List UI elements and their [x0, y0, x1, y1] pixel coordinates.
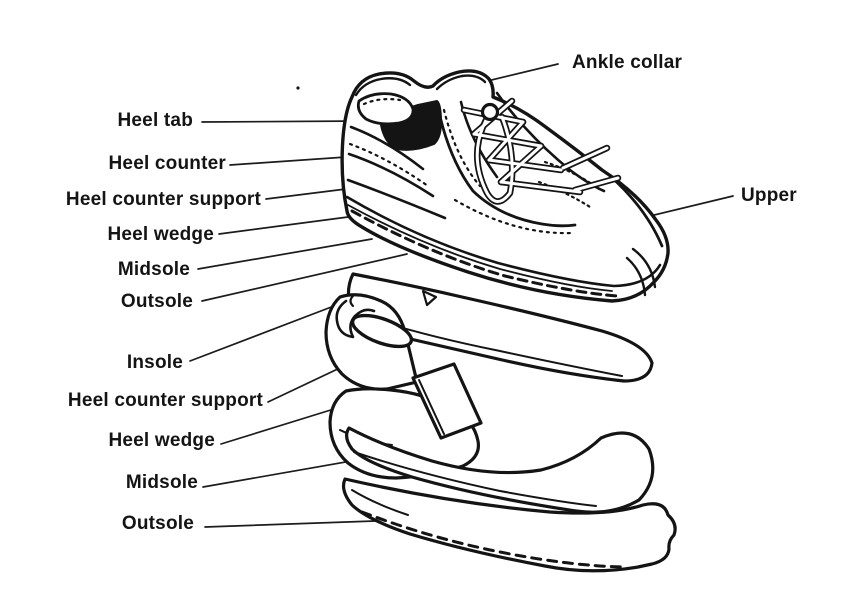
midsole-layer: [345, 426, 655, 514]
outsole-layer: [341, 477, 677, 573]
outsole-shape: [341, 477, 677, 573]
heel-wedge-seam: [346, 178, 447, 220]
label-midsole: Midsole: [117, 259, 190, 280]
label-heel-wedge-2: Heel wedge: [108, 430, 215, 451]
heel-counter-support-strap-edge: [418, 379, 445, 435]
midsole-shape: [345, 426, 655, 514]
shoe-midsole-line: [345, 195, 662, 288]
toe-box-stitching-2: [537, 180, 592, 209]
label-outsole: Outsole: [120, 291, 193, 312]
label-ankle-collar: Ankle collar: [572, 52, 683, 73]
shoe-outsole-tread: [350, 209, 620, 298]
vamp-seam: [608, 174, 664, 248]
label-heel-wedge: Heel wedge: [107, 224, 214, 245]
saddle-panel-seam: [435, 101, 577, 228]
leader-heel-counter-support: [265, 188, 347, 200]
tongue-inner-line: [435, 74, 487, 91]
outsole-tread-dashes: [360, 510, 627, 569]
shoe-toe-sole-wrap: [631, 247, 657, 289]
leader-lines: [189, 63, 734, 528]
label-midsole-2: Midsole: [125, 472, 198, 493]
label-heel-counter-support-2: Heel counter support: [67, 390, 263, 411]
label-heel-tab: Heel tab: [117, 110, 193, 131]
heel-counter-support-layer: [324, 293, 483, 440]
heel-tab-stitching: [362, 98, 402, 106]
leader-heel-tab: [201, 120, 365, 123]
heel-counter-stitching: [348, 142, 430, 188]
label-upper: Upper: [741, 185, 797, 206]
outsole-heel-line: [351, 489, 409, 516]
leader-insole: [189, 300, 348, 362]
heel-counter-support-strap: [411, 362, 483, 440]
heel-counter-support-hook: [349, 294, 355, 308]
heel-counter-support-opening: [350, 313, 414, 349]
insole-heel-notch: [421, 289, 438, 307]
label-heel-counter: Heel counter: [108, 153, 226, 174]
label-insole: Insole: [126, 352, 183, 373]
heel-counter-seam: [349, 125, 425, 171]
shoe-drawing: [340, 69, 670, 303]
leader-midsole: [197, 238, 373, 270]
shoe-midsole-line-2: [347, 204, 613, 292]
quarter-panel-stitching: [453, 198, 574, 235]
collar-inner-line: [354, 77, 412, 97]
leader-heel-wedge: [218, 216, 349, 235]
saddle-panel-stitching: [442, 108, 482, 188]
leader-heel-counter: [229, 155, 362, 166]
shoe-toe-sole-wrap-2: [625, 256, 647, 297]
heel-counter-support-seam: [347, 152, 435, 198]
heel-counter-support-curl: [335, 299, 376, 339]
label-heel-counter-support: Heel counter support: [65, 189, 261, 210]
leader-outsole: [201, 253, 408, 302]
leader-outsole-2: [204, 519, 405, 528]
midsole-edge-line: [353, 451, 597, 507]
heel-counter-support-cup: [324, 293, 419, 391]
print-speck: [296, 86, 300, 90]
lace-knot: [480, 102, 500, 122]
leader-heel-counter-support-2: [267, 365, 345, 403]
label-outsole-2: Outsole: [121, 513, 194, 534]
